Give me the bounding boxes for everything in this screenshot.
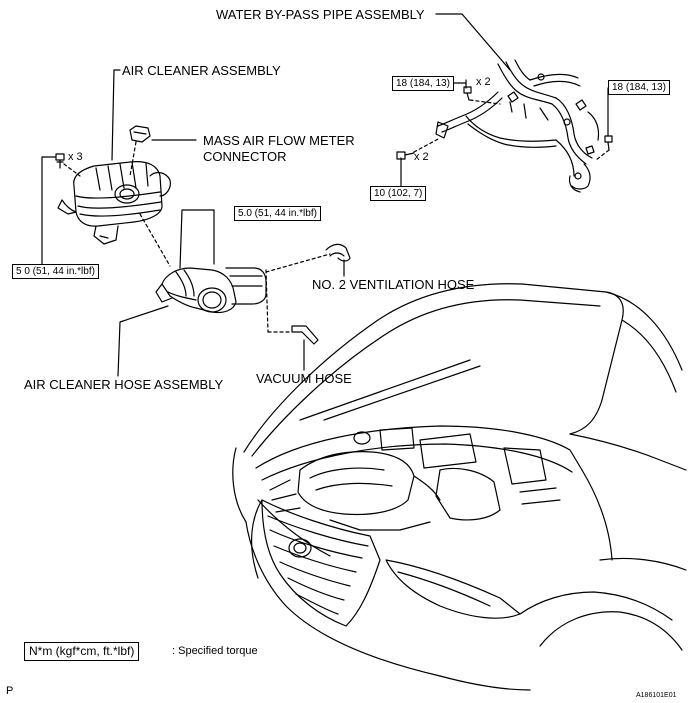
- water-bypass-pipe-assembly: [435, 13, 600, 193]
- label-ventilation-hose: NO. 2 VENTILATION HOSE: [312, 277, 475, 292]
- maf-connector: [129, 125, 197, 177]
- air-cleaner-assembly: [41, 69, 171, 265]
- torque-box-wb-left: 18 (184, 13): [392, 76, 454, 91]
- torque-box-wb-lower: 10 (102, 7): [370, 186, 427, 201]
- torque-box-wb-right: 18 (184, 13): [608, 80, 670, 95]
- vehicle-illustration: [232, 283, 687, 691]
- vacuum-hose: [291, 325, 319, 371]
- label-water-bypass-pipe: WATER BY-PASS PIPE ASSEMBLY: [216, 7, 425, 22]
- label-maf-meter: MASS AIR FLOW METER: [203, 133, 355, 148]
- footer-figure-code: A186101E01: [636, 692, 677, 699]
- label-vacuum-hose: VACUUM HOSE: [256, 371, 352, 386]
- label-air-cleaner-assembly: AIR CLEANER ASSEMBLY: [122, 63, 281, 78]
- qty-wb-lower-bolts: x 2: [414, 151, 429, 163]
- air-cleaner-hose-assembly: [117, 209, 331, 377]
- label-air-cleaner-hose: AIR CLEANER HOSE ASSEMBLY: [24, 377, 224, 392]
- label-maf-connector: CONNECTOR: [203, 149, 287, 164]
- legend-text: : Specified torque: [172, 645, 258, 657]
- qty-wb-left-bolts: x 2: [476, 76, 491, 88]
- legend-torque-box: N*m (kgf*cm, ft.*lbf): [24, 642, 140, 661]
- torque-box-hose-clamp: 5.0 (51, 44 in.*lbf): [234, 206, 321, 221]
- ventilation-hose: [325, 243, 351, 277]
- qty-cleaner-bolts: x 3: [68, 151, 83, 163]
- water-bypass-bolts: [396, 79, 613, 187]
- footer-page-mark: P: [6, 685, 14, 697]
- torque-box-cleaner-bolt: 5 0 (51, 44 in.*lbf): [12, 264, 99, 279]
